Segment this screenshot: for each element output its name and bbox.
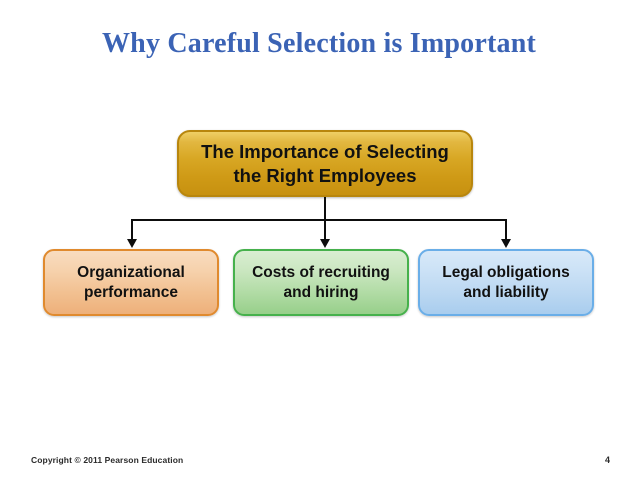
diagram-node-organizational-performance-label: Organizational performance bbox=[45, 263, 217, 303]
slide-footer: Copyright © 2011 Pearson Education 4 bbox=[0, 455, 638, 471]
connector-stem bbox=[324, 197, 326, 220]
connector-drop-center bbox=[324, 220, 326, 241]
copyright-notice: Copyright © 2011 Pearson Education bbox=[31, 455, 184, 465]
diagram-node-child-2-label-line2: and liability bbox=[463, 283, 549, 301]
diagram-node-legal-obligations-and-liability-label: Legal obligations and liability bbox=[420, 263, 592, 303]
arrow-head-right-icon bbox=[501, 239, 511, 248]
page-title: Why Careful Selection is Important bbox=[101, 28, 537, 59]
connector-horizontal-bus bbox=[131, 219, 507, 221]
page-number: 4 bbox=[604, 455, 610, 465]
diagram-node-organizational-performance[interactable]: Organizational performance bbox=[43, 249, 219, 316]
diagram-node-root-label-line1: The Importance of Selecting bbox=[201, 140, 449, 162]
diagram-node-root-label-line2: the Right Employees bbox=[233, 164, 417, 186]
diagram-node-child-1-label-line1: Costs of recruiting bbox=[252, 263, 390, 281]
diagram-node-costs-of-recruiting-and-hiring[interactable]: Costs of recruiting and hiring bbox=[233, 249, 409, 316]
diagram-node-child-0-label-line1: Organizational bbox=[77, 263, 185, 281]
arrow-head-left-icon bbox=[127, 239, 137, 248]
diagram-node-legal-obligations-and-liability[interactable]: Legal obligations and liability bbox=[418, 249, 594, 316]
arrow-head-center-icon bbox=[320, 239, 330, 248]
diagram-node-child-1-label-line2: and hiring bbox=[283, 283, 359, 301]
diagram-node-child-0-label-line2: performance bbox=[84, 283, 178, 301]
connector-drop-left bbox=[131, 220, 133, 241]
connector-drop-right bbox=[505, 220, 507, 241]
diagram-node-costs-of-recruiting-and-hiring-label: Costs of recruiting and hiring bbox=[235, 263, 407, 303]
diagram-node-child-2-label-line1: Legal obligations bbox=[442, 263, 570, 281]
